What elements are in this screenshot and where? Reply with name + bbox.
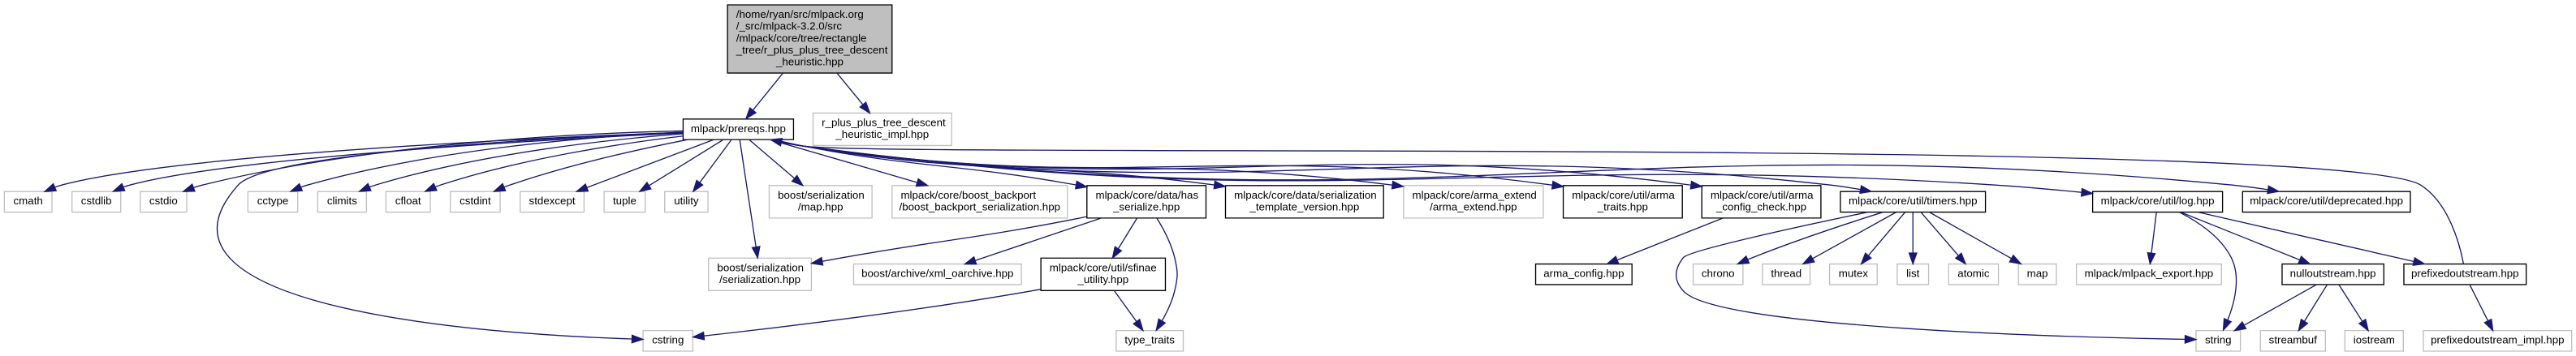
svg-text:streambuf: streambuf <box>2269 334 2318 346</box>
svg-text:cctype: cctype <box>257 195 289 207</box>
svg-text:_traits.hpp: _traits.hpp <box>1597 201 1648 213</box>
svg-text:boost/serialization: boost/serialization <box>717 261 804 273</box>
svg-text:mlpack/mlpack_export.hpp: mlpack/mlpack_export.hpp <box>2085 268 2213 280</box>
svg-text:prefixedoutstream_impl.hpp: prefixedoutstream_impl.hpp <box>2431 334 2564 346</box>
svg-text:/map.hpp: /map.hpp <box>798 201 844 213</box>
svg-text:cstring: cstring <box>652 334 684 346</box>
svg-text:mlpack/core/data/has: mlpack/core/data/has <box>1095 189 1198 201</box>
svg-text:map: map <box>2027 268 2048 280</box>
svg-text:atomic: atomic <box>1957 268 1990 280</box>
svg-text:/mlpack/core/tree/rectangle: /mlpack/core/tree/rectangle <box>736 32 867 44</box>
svg-text:cstdint: cstdint <box>460 195 491 207</box>
svg-text:_config_check.hpp: _config_check.hpp <box>1715 201 1806 213</box>
svg-text:boost/archive/xml_oarchive.hpp: boost/archive/xml_oarchive.hpp <box>861 268 1013 280</box>
svg-text:mlpack/core/util/log.hpp: mlpack/core/util/log.hpp <box>2101 195 2215 207</box>
svg-text:_heuristic_impl.hpp: _heuristic_impl.hpp <box>835 128 929 140</box>
svg-text:prefixedoutstream.hpp: prefixedoutstream.hpp <box>2411 268 2519 280</box>
svg-text:chrono: chrono <box>1702 268 1735 280</box>
svg-text:/boost_backport_serialization.: /boost_backport_serialization.hpp <box>900 201 1061 213</box>
svg-text:arma_config.hpp: arma_config.hpp <box>1543 268 1624 280</box>
svg-text:_heuristic.hpp: _heuristic.hpp <box>775 56 844 68</box>
svg-text:_template_version.hpp: _template_version.hpp <box>1249 201 1359 213</box>
svg-text:utility: utility <box>674 195 699 207</box>
svg-text:string: string <box>2205 334 2232 346</box>
svg-text:_utility.hpp: _utility.hpp <box>1077 273 1128 285</box>
svg-text:boost/serialization: boost/serialization <box>778 189 865 201</box>
svg-text:list: list <box>1906 268 1920 280</box>
svg-text:mlpack/core/util/sfinae: mlpack/core/util/sfinae <box>1050 261 1157 273</box>
svg-text:mlpack/core/boost_backport: mlpack/core/boost_backport <box>900 189 1036 201</box>
svg-text:/arma_extend.hpp: /arma_extend.hpp <box>1430 201 1517 213</box>
svg-text:thread: thread <box>1771 268 1801 280</box>
svg-text:iostream: iostream <box>2354 334 2395 346</box>
svg-text:stdexcept: stdexcept <box>529 195 576 207</box>
svg-text:mlpack/core/data/serialization: mlpack/core/data/serialization <box>1234 189 1377 201</box>
svg-text:/serialization.hpp: /serialization.hpp <box>719 273 800 285</box>
svg-text:mutex: mutex <box>1839 268 1869 280</box>
svg-text:cmath: cmath <box>14 195 43 207</box>
svg-text:mlpack/core/util/arma: mlpack/core/util/arma <box>1572 189 1675 201</box>
svg-text:mlpack/core/util/timers.hpp: mlpack/core/util/timers.hpp <box>1849 195 1977 207</box>
svg-text:/_src/mlpack-3.2.0/src: /_src/mlpack-3.2.0/src <box>736 20 843 32</box>
svg-text:mlpack/core/arma_extend: mlpack/core/arma_extend <box>1413 189 1537 201</box>
svg-text:nulloutstream.hpp: nulloutstream.hpp <box>2290 268 2376 280</box>
svg-text:mlpack/core/util/arma: mlpack/core/util/arma <box>1711 189 1814 201</box>
svg-text:cstdio: cstdio <box>149 195 178 207</box>
svg-text:tuple: tuple <box>613 195 636 207</box>
svg-text:_tree/r_plus_plus_tree_descent: _tree/r_plus_plus_tree_descent <box>736 44 888 56</box>
svg-text:_serialize.hpp: _serialize.hpp <box>1112 201 1180 213</box>
svg-text:/home/ryan/src/mlpack.org: /home/ryan/src/mlpack.org <box>736 8 864 20</box>
svg-text:mlpack/core/util/deprecated.hp: mlpack/core/util/deprecated.hpp <box>2250 195 2403 207</box>
svg-text:cfloat: cfloat <box>395 195 421 207</box>
svg-text:type_traits: type_traits <box>1124 334 1175 346</box>
svg-text:cstdlib: cstdlib <box>81 195 112 207</box>
svg-text:climits: climits <box>327 195 357 207</box>
svg-text:r_plus_plus_tree_descent: r_plus_plus_tree_descent <box>822 116 946 128</box>
svg-text:mlpack/prereqs.hpp: mlpack/prereqs.hpp <box>691 122 786 135</box>
